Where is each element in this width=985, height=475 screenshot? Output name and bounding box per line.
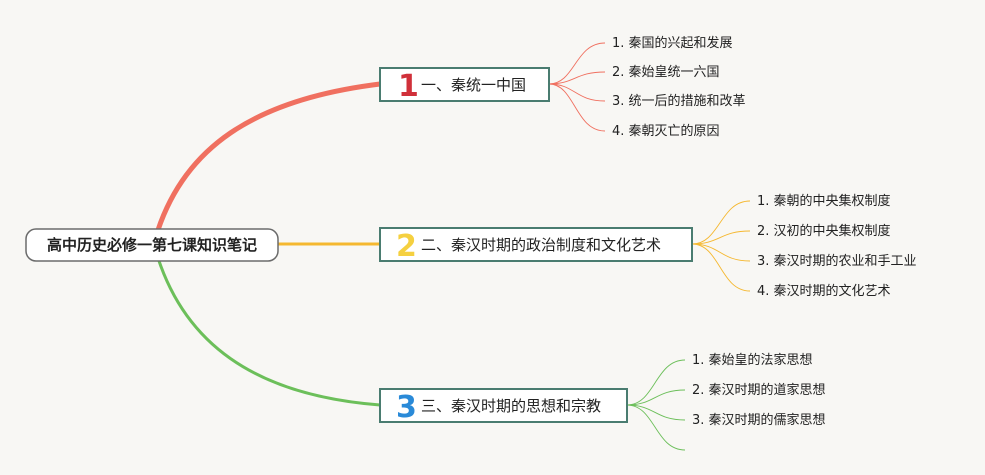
leaf-connectors [548, 42, 751, 451]
branch-node-3[interactable]: 3 三、秦汉时期的思想和宗教 [379, 388, 628, 425]
branch-1-box [379, 67, 550, 102]
leaf-item[interactable]: 3. 统一后的措施和改革 [612, 93, 746, 109]
leaf-group-2: 1. 秦朝的中央集权制度 2. 汉初的中央集权制度 3. 秦汉时期的农业和手工业… [757, 193, 917, 299]
leaf-item[interactable]: 2. 汉初的中央集权制度 [757, 223, 891, 239]
leaf-item[interactable]: 1. 秦国的兴起和发展 [612, 35, 733, 51]
leaf-group-3: 1. 秦始皇的法家思想 2. 秦汉时期的道家思想 3. 秦汉时期的儒家思想 [692, 352, 826, 428]
leaf-item[interactable]: 4. 秦朝灭亡的原因 [612, 123, 720, 139]
branch-2-title: 二、秦汉时期的政治制度和文化艺术 [421, 236, 661, 254]
leaf-connectors-3 [626, 359, 686, 451]
branch-3-title: 三、秦汉时期的思想和宗教 [421, 397, 601, 415]
leaf-item[interactable]: 1. 秦朝的中央集权制度 [757, 193, 891, 209]
leaf-item[interactable]: 3. 秦汉时期的农业和手工业 [757, 253, 917, 269]
leaf-item[interactable]: 3. 秦汉时期的儒家思想 [692, 412, 826, 428]
branch-node-2[interactable]: 2 二、秦汉时期的政治制度和文化艺术 [379, 227, 693, 264]
root-title: 高中历史必修一第七课知识笔记 [47, 236, 257, 254]
branch-1-title: 一、秦统一中国 [421, 76, 526, 94]
branch-3-box [379, 388, 628, 423]
branch-node-1[interactable]: 1 一、秦统一中国 [379, 67, 550, 104]
main-connectors [155, 81, 383, 407]
root-node[interactable]: 高中历史必修一第七课知识笔记 [25, 228, 279, 262]
leaf-item[interactable]: 2. 秦始皇统一六国 [612, 65, 720, 80]
branch-3-number: 3 [396, 390, 417, 425]
leaf-item[interactable]: 2. 秦汉时期的道家思想 [692, 382, 826, 398]
branch-1-number: 1 [398, 69, 419, 104]
branch-2-box [379, 227, 693, 262]
root-box [25, 228, 279, 262]
leaf-connectors-1 [548, 42, 606, 132]
connector-branch-3 [156, 257, 381, 407]
leaf-group-1: 1. 秦国的兴起和发展 2. 秦始皇统一六国 3. 统一后的措施和改革 4. 秦… [612, 35, 746, 139]
leaf-item[interactable]: 1. 秦始皇的法家思想 [692, 352, 813, 368]
branch-2-number: 2 [396, 229, 417, 264]
leaf-connectors-2 [691, 200, 751, 292]
leaf-item[interactable]: 4. 秦汉时期的文化艺术 [757, 283, 891, 299]
connector-branch-1 [155, 81, 383, 233]
